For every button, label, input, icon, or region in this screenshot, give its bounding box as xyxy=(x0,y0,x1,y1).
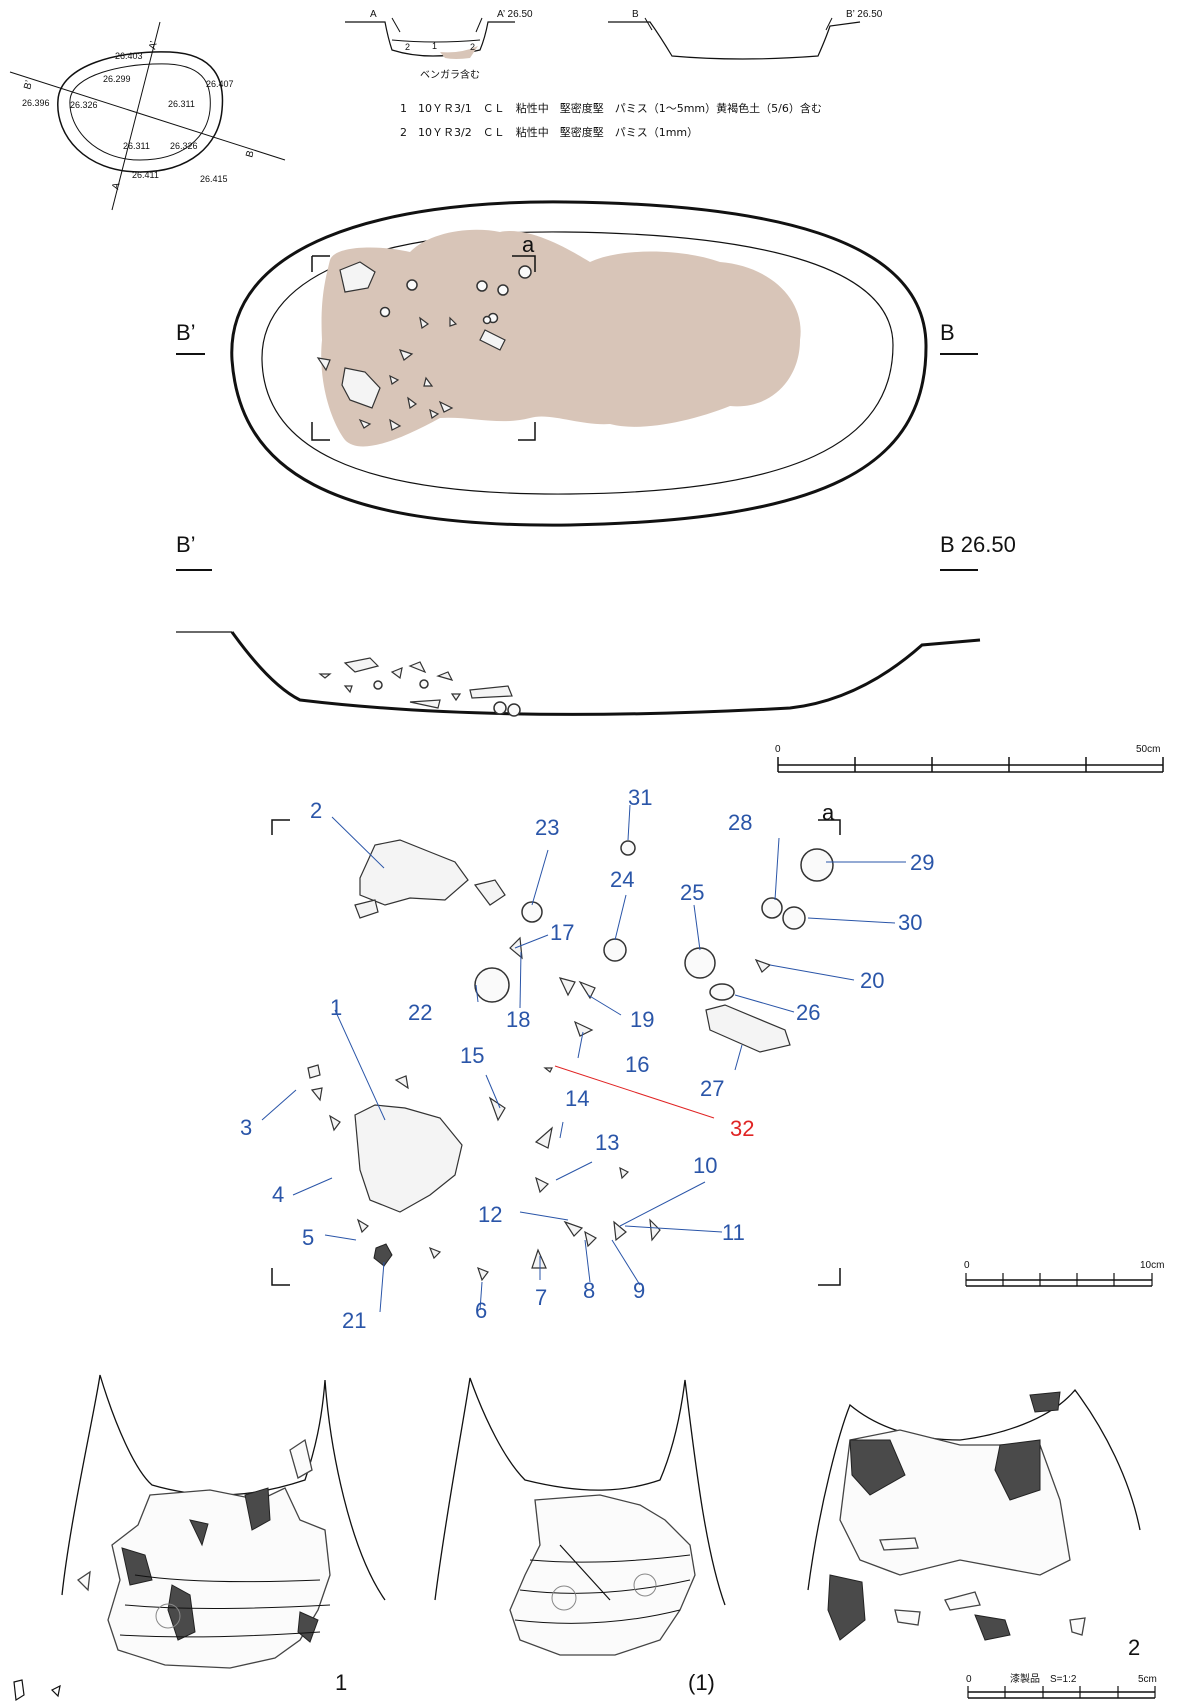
leader-lines xyxy=(261,804,906,1313)
num-21: 21 xyxy=(342,1308,366,1333)
key-elev: 26.411 xyxy=(132,170,159,180)
num-11: 11 xyxy=(722,1220,745,1245)
key-elev: 26.403 xyxy=(115,51,143,61)
key-elev: 26.415 xyxy=(200,174,228,184)
section-b-large: B’ B 26.50 xyxy=(176,532,1016,717)
num-32: 32 xyxy=(730,1116,754,1141)
scale-50-end: 50cm xyxy=(1136,744,1160,755)
num-1: 1 xyxy=(330,995,342,1020)
scale-bar-50cm: 0 50cm xyxy=(775,744,1164,773)
num-19: 19 xyxy=(630,1007,654,1032)
artifact-numbers: 1 2 3 4 5 6 7 8 9 10 11 12 13 14 15 16 1… xyxy=(240,785,934,1333)
artifact-label-2: 2 xyxy=(1128,1635,1140,1660)
num-5: 5 xyxy=(302,1225,314,1250)
scale-50-zero: 0 xyxy=(775,744,781,755)
key-elev: 26.311 xyxy=(168,99,195,109)
num-24: 24 xyxy=(610,867,634,892)
num-29: 29 xyxy=(910,850,934,875)
key-label-b: B xyxy=(244,149,256,159)
lacquer-artifact-2: 2 xyxy=(807,1388,1141,1660)
num-25: 25 xyxy=(680,880,704,905)
scale-5-zero: 0 xyxy=(966,1674,972,1685)
num-12: 12 xyxy=(478,1202,502,1227)
num-28: 28 xyxy=(728,810,752,835)
scale-10-end: 10cm xyxy=(1140,1260,1164,1271)
section-a-left-label: A xyxy=(370,9,377,20)
num-16: 16 xyxy=(625,1052,649,1077)
section-label-b-level: B 26.50 xyxy=(940,532,1016,557)
key-label-a: A xyxy=(110,181,122,191)
num-27: 27 xyxy=(700,1076,724,1101)
scale-bar-10cm: 0 10cm xyxy=(964,1260,1164,1287)
num-22: 22 xyxy=(408,1000,432,1025)
num-31: 31 xyxy=(628,785,652,810)
layer-2-left: 2 xyxy=(405,42,410,52)
plan-label-b-prime: B’ xyxy=(176,320,196,345)
artifact-label-1: 1 xyxy=(335,1670,347,1695)
num-9: 9 xyxy=(633,1278,645,1303)
section-b-left-label: B xyxy=(632,9,639,20)
key-label-a-prime: A’ xyxy=(147,40,160,51)
key-elev: 26.311 xyxy=(123,141,150,151)
key-elev: 26.299 xyxy=(103,74,131,84)
num-3: 3 xyxy=(240,1115,252,1140)
pit-plan: a B’ B xyxy=(176,200,978,527)
soil-stain-area xyxy=(321,229,801,447)
detail-label-a: a xyxy=(822,800,835,825)
num-8: 8 xyxy=(583,1278,595,1303)
fragment-small xyxy=(50,1684,61,1698)
num-17: 17 xyxy=(550,920,574,945)
scale-10-zero: 0 xyxy=(964,1260,970,1271)
scale-bar-5cm: 0 漆製品 S=1:2 5cm xyxy=(966,1672,1157,1699)
artifacts xyxy=(307,839,834,1282)
key-label-b-prime: B’ xyxy=(22,79,35,90)
num-30: 30 xyxy=(898,910,922,935)
key-elev: 26.396 xyxy=(22,98,50,108)
plan-label-a: a xyxy=(522,232,535,257)
lacquer-artifact-1-reverse: (1) xyxy=(434,1377,726,1695)
key-elev: 26.326 xyxy=(170,141,198,151)
key-plan: 26.403 26.299 26.407 26.396 26.326 26.31… xyxy=(9,21,286,211)
lacquer-artifact-1: 1 xyxy=(61,1374,386,1695)
num-20: 20 xyxy=(860,968,884,993)
num-23: 23 xyxy=(535,815,559,840)
key-elev: 26.407 xyxy=(206,79,234,89)
section-a-right-label: A’ 26.50 xyxy=(497,9,533,20)
leader-32 xyxy=(554,1065,715,1119)
layer-2-right: 2 xyxy=(470,42,475,52)
layer-1: 1 xyxy=(432,41,437,51)
num-6: 6 xyxy=(475,1298,487,1323)
num-2: 2 xyxy=(310,798,322,823)
num-14: 14 xyxy=(565,1086,589,1111)
section-label-b-prime: B’ xyxy=(176,532,196,557)
detail-plan: a xyxy=(240,785,934,1333)
plan-label-b: B xyxy=(940,320,955,345)
num-26: 26 xyxy=(796,1000,820,1025)
num-4: 4 xyxy=(272,1182,284,1207)
num-13: 13 xyxy=(595,1130,619,1155)
soil-layer-2: 2 10ＹＲ3/2 ＣＬ 粘性中 堅密度堅 パミス（1mm） xyxy=(400,125,698,139)
section-b-right-label: B’ 26.50 xyxy=(846,9,883,20)
soil-layer-1: 1 10ＹＲ3/1 ＣＬ 粘性中 堅密度堅 パミス（1～5mm）黄褐色土（5/6… xyxy=(400,101,822,115)
bengara-note: ベンガラ含む xyxy=(420,68,480,81)
key-elev: 26.326 xyxy=(70,100,98,110)
num-10: 10 xyxy=(693,1153,717,1178)
scale-5-end: 5cm xyxy=(1138,1674,1157,1685)
section-a: A A’ 26.50 1 2 2 ベンガラ含む xyxy=(345,9,533,81)
num-15: 15 xyxy=(460,1043,484,1068)
section-b-small: B B’ 26.50 xyxy=(608,9,883,60)
artifact-label-1-reverse: (1) xyxy=(688,1670,715,1695)
num-7: 7 xyxy=(535,1285,547,1310)
fragment-small xyxy=(13,1679,25,1702)
num-18: 18 xyxy=(506,1007,530,1032)
scale-5-title: 漆製品 S=1:2 xyxy=(1010,1672,1077,1685)
